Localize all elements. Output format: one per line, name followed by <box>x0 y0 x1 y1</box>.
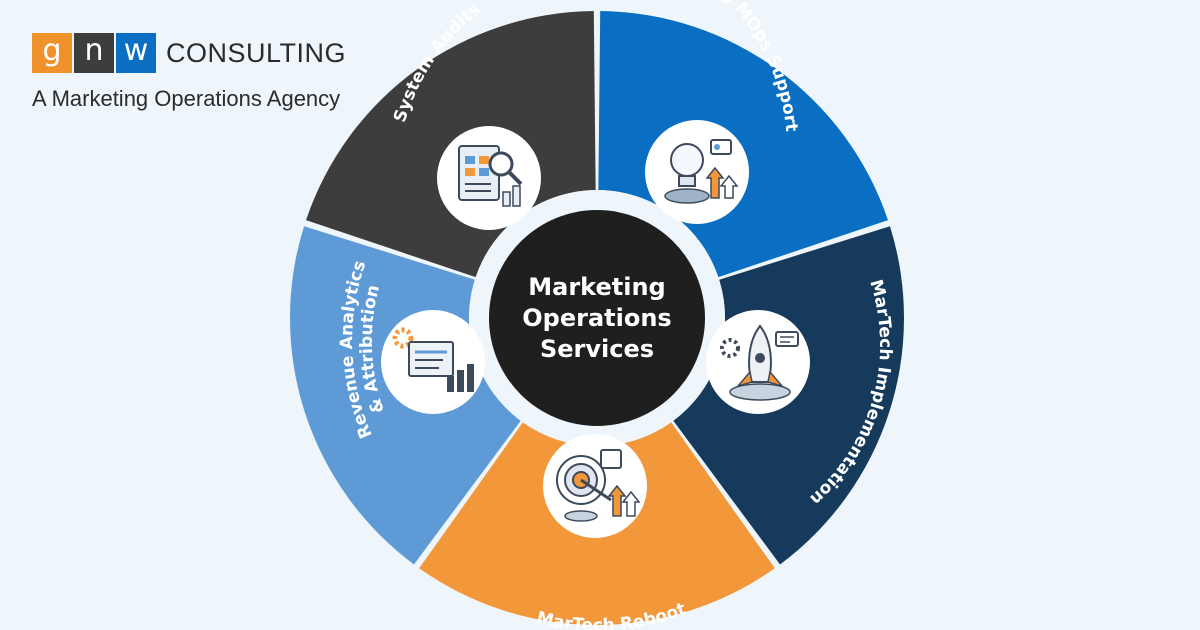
audit-report-icon <box>437 126 541 230</box>
center-disc <box>489 210 705 426</box>
analytics-dashboard-icon <box>381 310 485 414</box>
target-arrow-icon <box>543 434 647 538</box>
brand-tagline: A Marketing Operations Agency <box>32 86 341 111</box>
lightbulb-growth-icon <box>645 120 749 224</box>
logo-wordmark: CONSULTING <box>166 37 347 68</box>
logo-letter-w: w <box>116 33 156 73</box>
brand-logo: g n w CONSULTING <box>32 33 346 73</box>
center-line-3: Services <box>540 335 654 363</box>
center-line-1: Marketing <box>528 273 665 301</box>
center-line-2: Operations <box>522 304 671 332</box>
rocket-launch-icon <box>706 310 810 414</box>
logo-letter-n: n <box>74 33 114 73</box>
logo-letter-g: g <box>32 33 72 73</box>
